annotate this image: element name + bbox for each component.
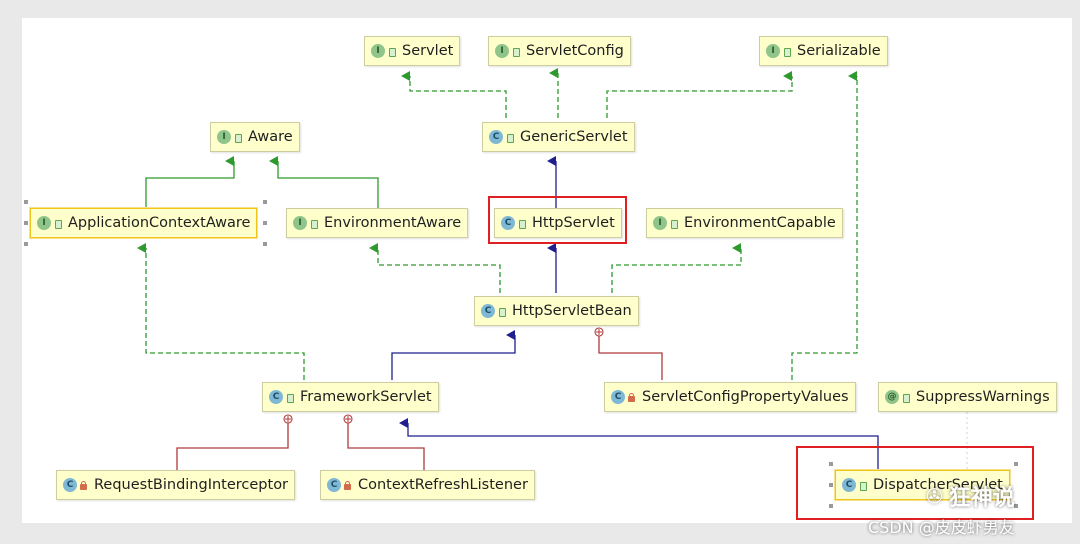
node-environment-capable[interactable]: I EnvironmentCapable (646, 208, 843, 238)
node-label: ServletConfigPropertyValues (642, 389, 849, 405)
edge-propertyvalues-inner-of-httpservletbean (598, 336, 663, 380)
abstract-class-icon: C (269, 390, 283, 404)
selection-handle[interactable] (263, 200, 267, 204)
selection-handle[interactable] (263, 242, 267, 246)
node-generic-servlet[interactable]: C GenericServlet (482, 122, 635, 152)
selection-handle[interactable] (24, 242, 28, 246)
node-label: FrameworkServlet (300, 389, 432, 405)
node-request-binding-interceptor[interactable]: C RequestBindingInterceptor (56, 470, 296, 500)
public-icon (783, 47, 791, 57)
public-icon (518, 219, 526, 229)
edge-environmentaware-extends-aware (269, 156, 379, 208)
node-label: SuppressWarnings (916, 389, 1050, 405)
abstract-class-icon: C (501, 216, 515, 230)
node-label: HttpServlet (532, 215, 615, 231)
node-environment-aware[interactable]: I EnvironmentAware (286, 208, 469, 238)
watermark-credit: CSDN @皮皮虾男友 (868, 518, 1015, 537)
public-icon (310, 219, 318, 229)
watermark-logo: ✇ 狂神说 (926, 480, 1015, 512)
interface-icon: I (217, 130, 231, 144)
class-icon: C (611, 390, 625, 404)
edge-frameworkservlet-implements-appcontextaware (137, 243, 305, 380)
edge-requestbinding-inner-of-frameworkservlet (176, 422, 289, 470)
edge-generic-implements-serializable (606, 71, 793, 118)
selection-handle[interactable] (829, 462, 833, 466)
node-serializable[interactable]: I Serializable (759, 36, 888, 66)
edge-generic-implements-servlet (401, 71, 507, 118)
public-icon (234, 133, 242, 143)
node-http-servlet-bean[interactable]: C HttpServletBean (474, 296, 639, 326)
public-icon (498, 307, 506, 317)
public-icon (286, 393, 294, 403)
node-label: Servlet (402, 43, 454, 59)
selection-handle[interactable] (1014, 462, 1018, 466)
node-label: GenericServlet (520, 129, 628, 145)
node-aware[interactable]: I Aware (210, 122, 300, 152)
public-icon (670, 219, 678, 229)
node-servlet-config[interactable]: I ServletConfig (488, 36, 631, 66)
private-lock-icon (80, 480, 88, 490)
edge-appcontextaware-extends-aware (145, 156, 235, 208)
interface-icon: I (653, 216, 667, 230)
class-icon: C (63, 478, 77, 492)
public-icon (902, 393, 910, 403)
node-label: EnvironmentCapable (684, 215, 836, 231)
edge-propertyvalues-implements-serializable (791, 71, 858, 380)
edge-frameworkservlet-extends-httpservletbean (391, 330, 516, 380)
watermark-logo-text: 狂神说 (948, 486, 1015, 511)
public-icon (859, 481, 867, 491)
private-lock-icon (628, 392, 636, 402)
node-label: DispatcherServlet (873, 477, 1003, 493)
node-http-servlet[interactable]: C HttpServlet (494, 208, 622, 238)
node-context-refresh-listener[interactable]: C ContextRefreshListener (320, 470, 535, 500)
highlight-box-http-servlet (488, 196, 627, 244)
class-icon: C (327, 478, 341, 492)
highlight-box-dispatcher-servlet (796, 446, 1034, 520)
node-label: Serializable (797, 43, 881, 59)
abstract-class-icon: C (481, 304, 495, 318)
node-label: ApplicationContextAware (68, 215, 251, 231)
public-icon (512, 47, 520, 57)
relationship-edges (137, 68, 968, 470)
node-label: EnvironmentAware (324, 215, 462, 231)
edge-httpservletbean-implements-environmentaware (369, 243, 501, 293)
edge-contextrefresh-inner-of-frameworkservlet (347, 422, 425, 470)
interface-icon: I (371, 44, 385, 58)
selection-handle[interactable] (24, 221, 28, 225)
node-servlet-config-property-values[interactable]: C ServletConfigPropertyValues (604, 382, 856, 412)
node-label: Aware (248, 129, 293, 145)
diagram-canvas: I Servlet I ServletConfig I Serializable… (22, 18, 1072, 523)
public-icon (388, 47, 396, 57)
class-icon: C (842, 478, 856, 492)
selection-handle[interactable] (829, 504, 833, 508)
node-suppress-warnings[interactable]: @ SuppressWarnings (878, 382, 1057, 412)
node-dispatcher-servlet[interactable]: C DispatcherServlet (835, 470, 1010, 500)
interface-icon: I (37, 216, 51, 230)
interface-icon: I (495, 44, 509, 58)
node-label: HttpServletBean (512, 303, 632, 319)
public-icon (506, 133, 514, 143)
node-label: ServletConfig (526, 43, 624, 59)
selection-handle[interactable] (263, 221, 267, 225)
public-icon (54, 219, 62, 229)
node-servlet[interactable]: I Servlet (364, 36, 461, 66)
interface-icon: I (766, 44, 780, 58)
class-icon: C (489, 130, 503, 144)
node-application-context-aware[interactable]: I ApplicationContextAware (30, 208, 258, 238)
annotation-icon: @ (885, 390, 899, 404)
selection-handle[interactable] (1014, 504, 1018, 508)
node-label: RequestBindingInterceptor (94, 477, 289, 493)
edge-httpservletbean-implements-environmentcapable (611, 243, 742, 293)
interface-icon: I (293, 216, 307, 230)
selection-handle[interactable] (24, 200, 28, 204)
wechat-icon: ✇ (926, 484, 943, 508)
edge-dispatcher-extends-frameworkservlet (399, 418, 879, 470)
selection-handle[interactable] (829, 483, 833, 487)
node-label: ContextRefreshListener (358, 477, 528, 493)
private-lock-icon (344, 480, 352, 490)
node-framework-servlet[interactable]: C FrameworkServlet (262, 382, 439, 412)
